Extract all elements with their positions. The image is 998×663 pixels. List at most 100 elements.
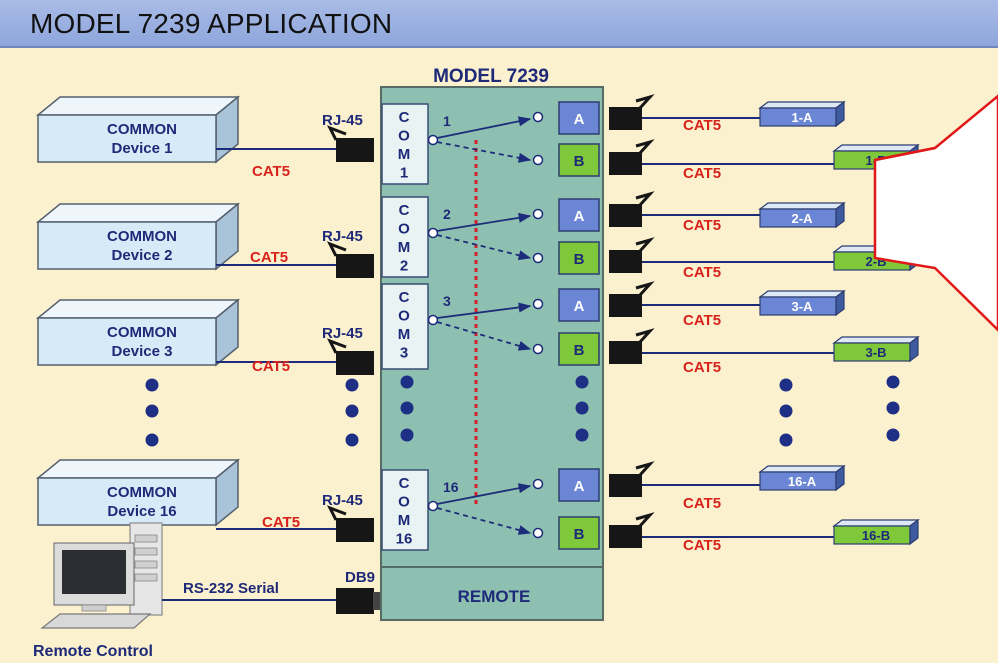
contact-b bbox=[532, 252, 544, 264]
switch-title: MODEL 7239 bbox=[433, 66, 549, 87]
target-box-top bbox=[832, 519, 920, 527]
db9-plug bbox=[336, 588, 374, 614]
rj45-plug-out bbox=[609, 525, 642, 548]
target-box-top bbox=[758, 202, 846, 210]
cat5-label: CAT5 bbox=[683, 217, 721, 234]
com-number-label: 16 bbox=[443, 479, 459, 495]
contact-b bbox=[532, 527, 544, 539]
com-number-label: 1 bbox=[443, 113, 451, 129]
rj45-latch-out bbox=[635, 139, 655, 155]
switch-arm-dashed bbox=[436, 141, 532, 163]
rj45-plug bbox=[336, 138, 374, 162]
target-device-label: 1-A bbox=[792, 110, 814, 125]
tower-drive-bay bbox=[134, 547, 158, 556]
rj45-plug-out bbox=[609, 294, 642, 317]
switch-arm-dashed bbox=[436, 507, 532, 535]
rj45-plug-out bbox=[609, 250, 642, 273]
switch-arm-solid bbox=[436, 302, 532, 319]
com-letter: M bbox=[398, 326, 411, 343]
ellipsis-dot bbox=[145, 378, 159, 392]
port-b-label: B bbox=[574, 251, 585, 268]
device-box-front bbox=[37, 114, 217, 163]
ellipsis-dot bbox=[779, 378, 793, 392]
port-a-box bbox=[558, 468, 600, 502]
device-box-top bbox=[35, 203, 241, 223]
device-label-line2: Device 1 bbox=[112, 140, 173, 157]
ellipsis-dot bbox=[779, 433, 793, 447]
cat5-label: CAT5 bbox=[683, 495, 721, 512]
com-letter: 3 bbox=[400, 345, 408, 362]
switch-arm-solid bbox=[436, 116, 532, 139]
com-letter: 2 bbox=[400, 258, 408, 275]
ellipsis-dot bbox=[400, 401, 414, 415]
device-label-line2: Device 16 bbox=[107, 503, 176, 520]
rj45-latch bbox=[326, 505, 347, 521]
target-device-label: 16-B bbox=[862, 528, 890, 543]
port-b-box bbox=[558, 143, 600, 177]
remote-control-label: Remote Control bbox=[33, 643, 153, 660]
contact-b bbox=[532, 343, 544, 355]
target-box-top bbox=[758, 465, 846, 473]
target-box-side bbox=[835, 201, 845, 229]
target-box-side bbox=[835, 100, 845, 128]
rj45-latch-out bbox=[635, 191, 655, 207]
target-box-top bbox=[832, 336, 920, 344]
com-letter: C bbox=[399, 289, 410, 306]
cat5-label: CAT5 bbox=[683, 312, 721, 329]
tower-drive-bay bbox=[134, 560, 158, 569]
rj45-plug bbox=[336, 518, 374, 542]
device-label-line1: COMMON bbox=[107, 324, 177, 341]
contact-a bbox=[532, 208, 544, 220]
rj45-latch bbox=[326, 338, 347, 354]
rj45-latch-out bbox=[635, 237, 655, 253]
switch-pivot bbox=[427, 227, 439, 239]
rj45-plug bbox=[336, 351, 374, 375]
rj45-latch-out bbox=[635, 461, 655, 477]
device-box-front bbox=[37, 477, 217, 526]
contact-b bbox=[532, 154, 544, 166]
rj45-latch-out bbox=[635, 328, 655, 344]
cat5-label: CAT5 bbox=[250, 249, 288, 266]
cat5-label: CAT5 bbox=[262, 514, 300, 531]
port-b-box bbox=[558, 516, 600, 550]
rj45-label: RJ-45 bbox=[322, 112, 363, 129]
com-port-strip bbox=[381, 469, 429, 551]
switch-arm-dashed bbox=[436, 321, 532, 351]
rj45-label: RJ-45 bbox=[322, 492, 363, 509]
ellipsis-dot bbox=[345, 433, 359, 447]
rj45-plug-out bbox=[609, 152, 642, 175]
com-letter: 1 bbox=[400, 165, 408, 182]
device-box-front bbox=[37, 221, 217, 270]
com-letter: O bbox=[398, 494, 410, 511]
switch-pivot bbox=[427, 134, 439, 146]
db9-label: DB9 bbox=[345, 569, 375, 586]
com-letter: M bbox=[398, 239, 411, 256]
com-letter: M bbox=[398, 146, 411, 163]
port-b-box bbox=[558, 241, 600, 275]
ellipsis-dot bbox=[345, 378, 359, 392]
target-box-side bbox=[909, 335, 919, 363]
com-number-label: 3 bbox=[443, 293, 451, 309]
switch-arm-solid bbox=[436, 212, 532, 232]
port-a-label: A bbox=[574, 208, 585, 225]
com-letter: C bbox=[399, 109, 410, 126]
port-a-label: A bbox=[574, 298, 585, 315]
contact-a bbox=[532, 111, 544, 123]
title-bar: MODEL 7239 APPLICATION bbox=[0, 0, 998, 48]
callout-shape bbox=[873, 94, 998, 332]
com-letter: O bbox=[398, 308, 410, 325]
cat5-label: CAT5 bbox=[683, 359, 721, 376]
device-box-top bbox=[35, 459, 241, 479]
device-box-front bbox=[37, 317, 217, 366]
target-device-label: 16-A bbox=[788, 474, 817, 489]
cat5-label: CAT5 bbox=[683, 264, 721, 281]
switch-arm-solid bbox=[436, 483, 532, 505]
target-device-label: 3-B bbox=[866, 345, 887, 360]
com-port-strip bbox=[381, 103, 429, 185]
target-device-label: 2-A bbox=[792, 211, 814, 226]
monitor-stand bbox=[81, 604, 107, 612]
rj45-latch-out bbox=[635, 281, 655, 297]
rj45-plug-out bbox=[609, 474, 642, 497]
